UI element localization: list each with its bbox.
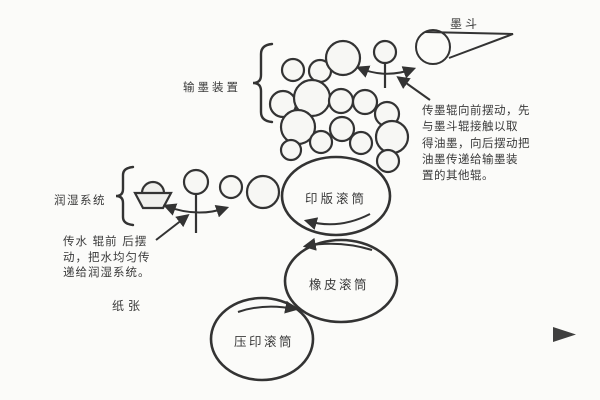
rotation-arrows xyxy=(237,213,373,314)
water-ductor-note: 传水 辊前 后摆 动，把水均匀传 递给润湿系统。 xyxy=(63,234,167,281)
ink-ductor-swing-arrow-icon xyxy=(355,65,417,79)
ink-ductor-note-line: 油墨传递给输墨装 xyxy=(422,151,518,166)
cylinder-group xyxy=(209,155,399,382)
ink-roller xyxy=(324,39,362,77)
dampening-roller xyxy=(218,174,244,200)
ink-roller xyxy=(327,87,355,115)
ink-roller xyxy=(279,138,303,162)
blanket-cylinder xyxy=(283,238,399,324)
impression-rotation-arrow-icon xyxy=(237,300,299,314)
ink-fountain-blade xyxy=(424,31,514,59)
ink-ductor-note-line: 与墨斗辊接触以取 xyxy=(422,119,518,134)
ink-roller xyxy=(374,119,410,155)
ink-roller xyxy=(351,88,379,116)
ink-fountain-roller xyxy=(415,29,451,65)
ink-ductor-note-line: 传墨辊向前摆动，先 xyxy=(422,103,530,117)
ink-roller xyxy=(308,129,334,155)
inking-unit-brace-icon xyxy=(252,42,274,124)
ink-roller xyxy=(328,115,356,143)
braces xyxy=(115,42,274,227)
ink-ductor-roller xyxy=(372,39,398,65)
water-ductor-note-line: 递给润湿系统。 xyxy=(63,265,151,279)
ink-roller xyxy=(280,57,306,83)
plate-cylinder xyxy=(280,155,392,237)
ink-roller xyxy=(348,130,374,156)
water-ductor-swing-arrow-icon xyxy=(162,203,230,218)
ink-fountain-label: 墨斗 xyxy=(450,17,481,31)
paper-label: 纸张 xyxy=(112,299,145,313)
water-ductor-note-line: 传水 辊前 后摆 xyxy=(63,234,148,248)
water-fountain-roller xyxy=(140,180,166,194)
dampening-roller xyxy=(245,174,281,210)
ink-ductor xyxy=(355,39,431,101)
ink-ductor-pointer-arrow-icon xyxy=(396,76,431,101)
ink-ductor-note-line: 得油墨，向后摆动把 xyxy=(422,135,530,150)
ink-fountain xyxy=(415,29,514,65)
water-ductor-pointer-arrow-icon xyxy=(155,214,190,241)
impression-cylinder-label: 压印滚筒 xyxy=(234,334,295,349)
dampening-system-label: 润湿系统 xyxy=(54,193,106,207)
dampening-rollers xyxy=(218,174,281,210)
plate-rotation-arrow-icon xyxy=(303,213,371,230)
water-ductor xyxy=(155,168,230,241)
ink-roller-train xyxy=(268,39,410,174)
inking-unit-label: 输墨装置 xyxy=(183,80,241,94)
ink-ductor-note-line: 置的其他辊。 xyxy=(422,168,494,183)
dampening-brace-icon xyxy=(115,165,135,227)
blanket-rotation-arrow-icon xyxy=(302,237,373,251)
ink-roller xyxy=(375,148,401,174)
water-fountain xyxy=(133,180,173,210)
water-ductor-roller xyxy=(182,168,210,196)
right-triangle-marker-icon xyxy=(553,327,576,342)
blanket-cylinder-label: 橡皮滚筒 xyxy=(309,277,370,292)
water-pan xyxy=(133,191,173,210)
water-ductor-note-line: 动，把水均匀传 xyxy=(63,249,151,264)
ink-ductor-note: 传墨辊向前摆动，先 与墨斗辊接触以取 得油墨，向后摆动把 油墨传递给输墨装 置的… xyxy=(422,102,554,183)
plate-cylinder-label: 印版滚筒 xyxy=(305,191,368,206)
impression-cylinder xyxy=(209,296,315,382)
